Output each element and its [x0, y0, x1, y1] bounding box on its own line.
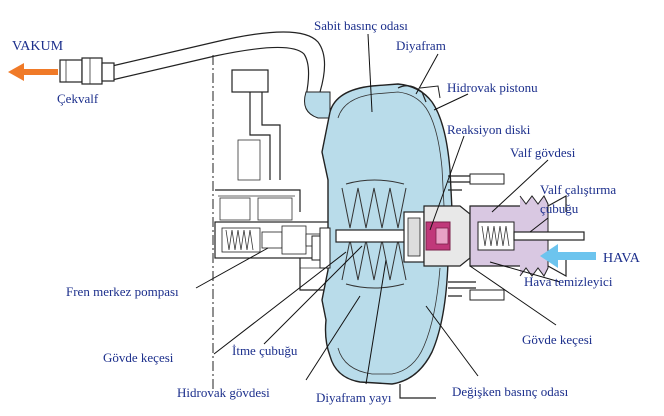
diaphragm-spring: [341, 179, 407, 289]
master-cylinder-bracket: [215, 69, 301, 221]
label-diyafram-yayi: Diyafram yayı: [316, 390, 392, 405]
label-reaksiyon-diski: Reaksiyon diski: [447, 122, 531, 137]
label-govde-kecesi-right: Gövde keçesi: [522, 332, 593, 347]
air-arrow: [540, 244, 596, 268]
leader-lines: [195, 33, 561, 385]
label-valf-calistirma: Valf çalıştırma: [540, 182, 616, 197]
reaction-disc: [425, 221, 451, 251]
label-vakum: VAKUM: [12, 39, 64, 54]
label-diyafram: Diyafram: [396, 38, 446, 53]
label-hava-temizleyici: Hava temizleyici: [524, 274, 613, 289]
label-hava: HAVA: [603, 251, 641, 266]
label-hidrovak-govdesi: Hidrovak gövdesi: [177, 385, 270, 400]
valve-operating-rod: [513, 194, 585, 278]
check-valve: [59, 57, 115, 85]
label-valf-calistirma-cubugu: çubuğu: [540, 201, 579, 216]
label-hidrovak-pistonu: Hidrovak pistonu: [447, 80, 538, 95]
label-cekvalf: Çekvalf: [57, 91, 99, 106]
label-fren-merkez-pompasi: Fren merkez pompası: [66, 284, 179, 299]
label-govde-kecesi-left: Gövde keçesi: [103, 350, 174, 365]
label-valf-govdesi: Valf gövdesi: [510, 145, 576, 160]
vacuum-arrow: [8, 63, 58, 81]
label-sabit-basinc-odasi: Sabit basınç odası: [314, 18, 408, 33]
label-degisken-basinc-odasi: Değişken basınç odası: [452, 384, 569, 399]
label-itme-cubugu: İtme çubuğu: [232, 343, 298, 358]
vacuum-hose: [111, 31, 331, 119]
